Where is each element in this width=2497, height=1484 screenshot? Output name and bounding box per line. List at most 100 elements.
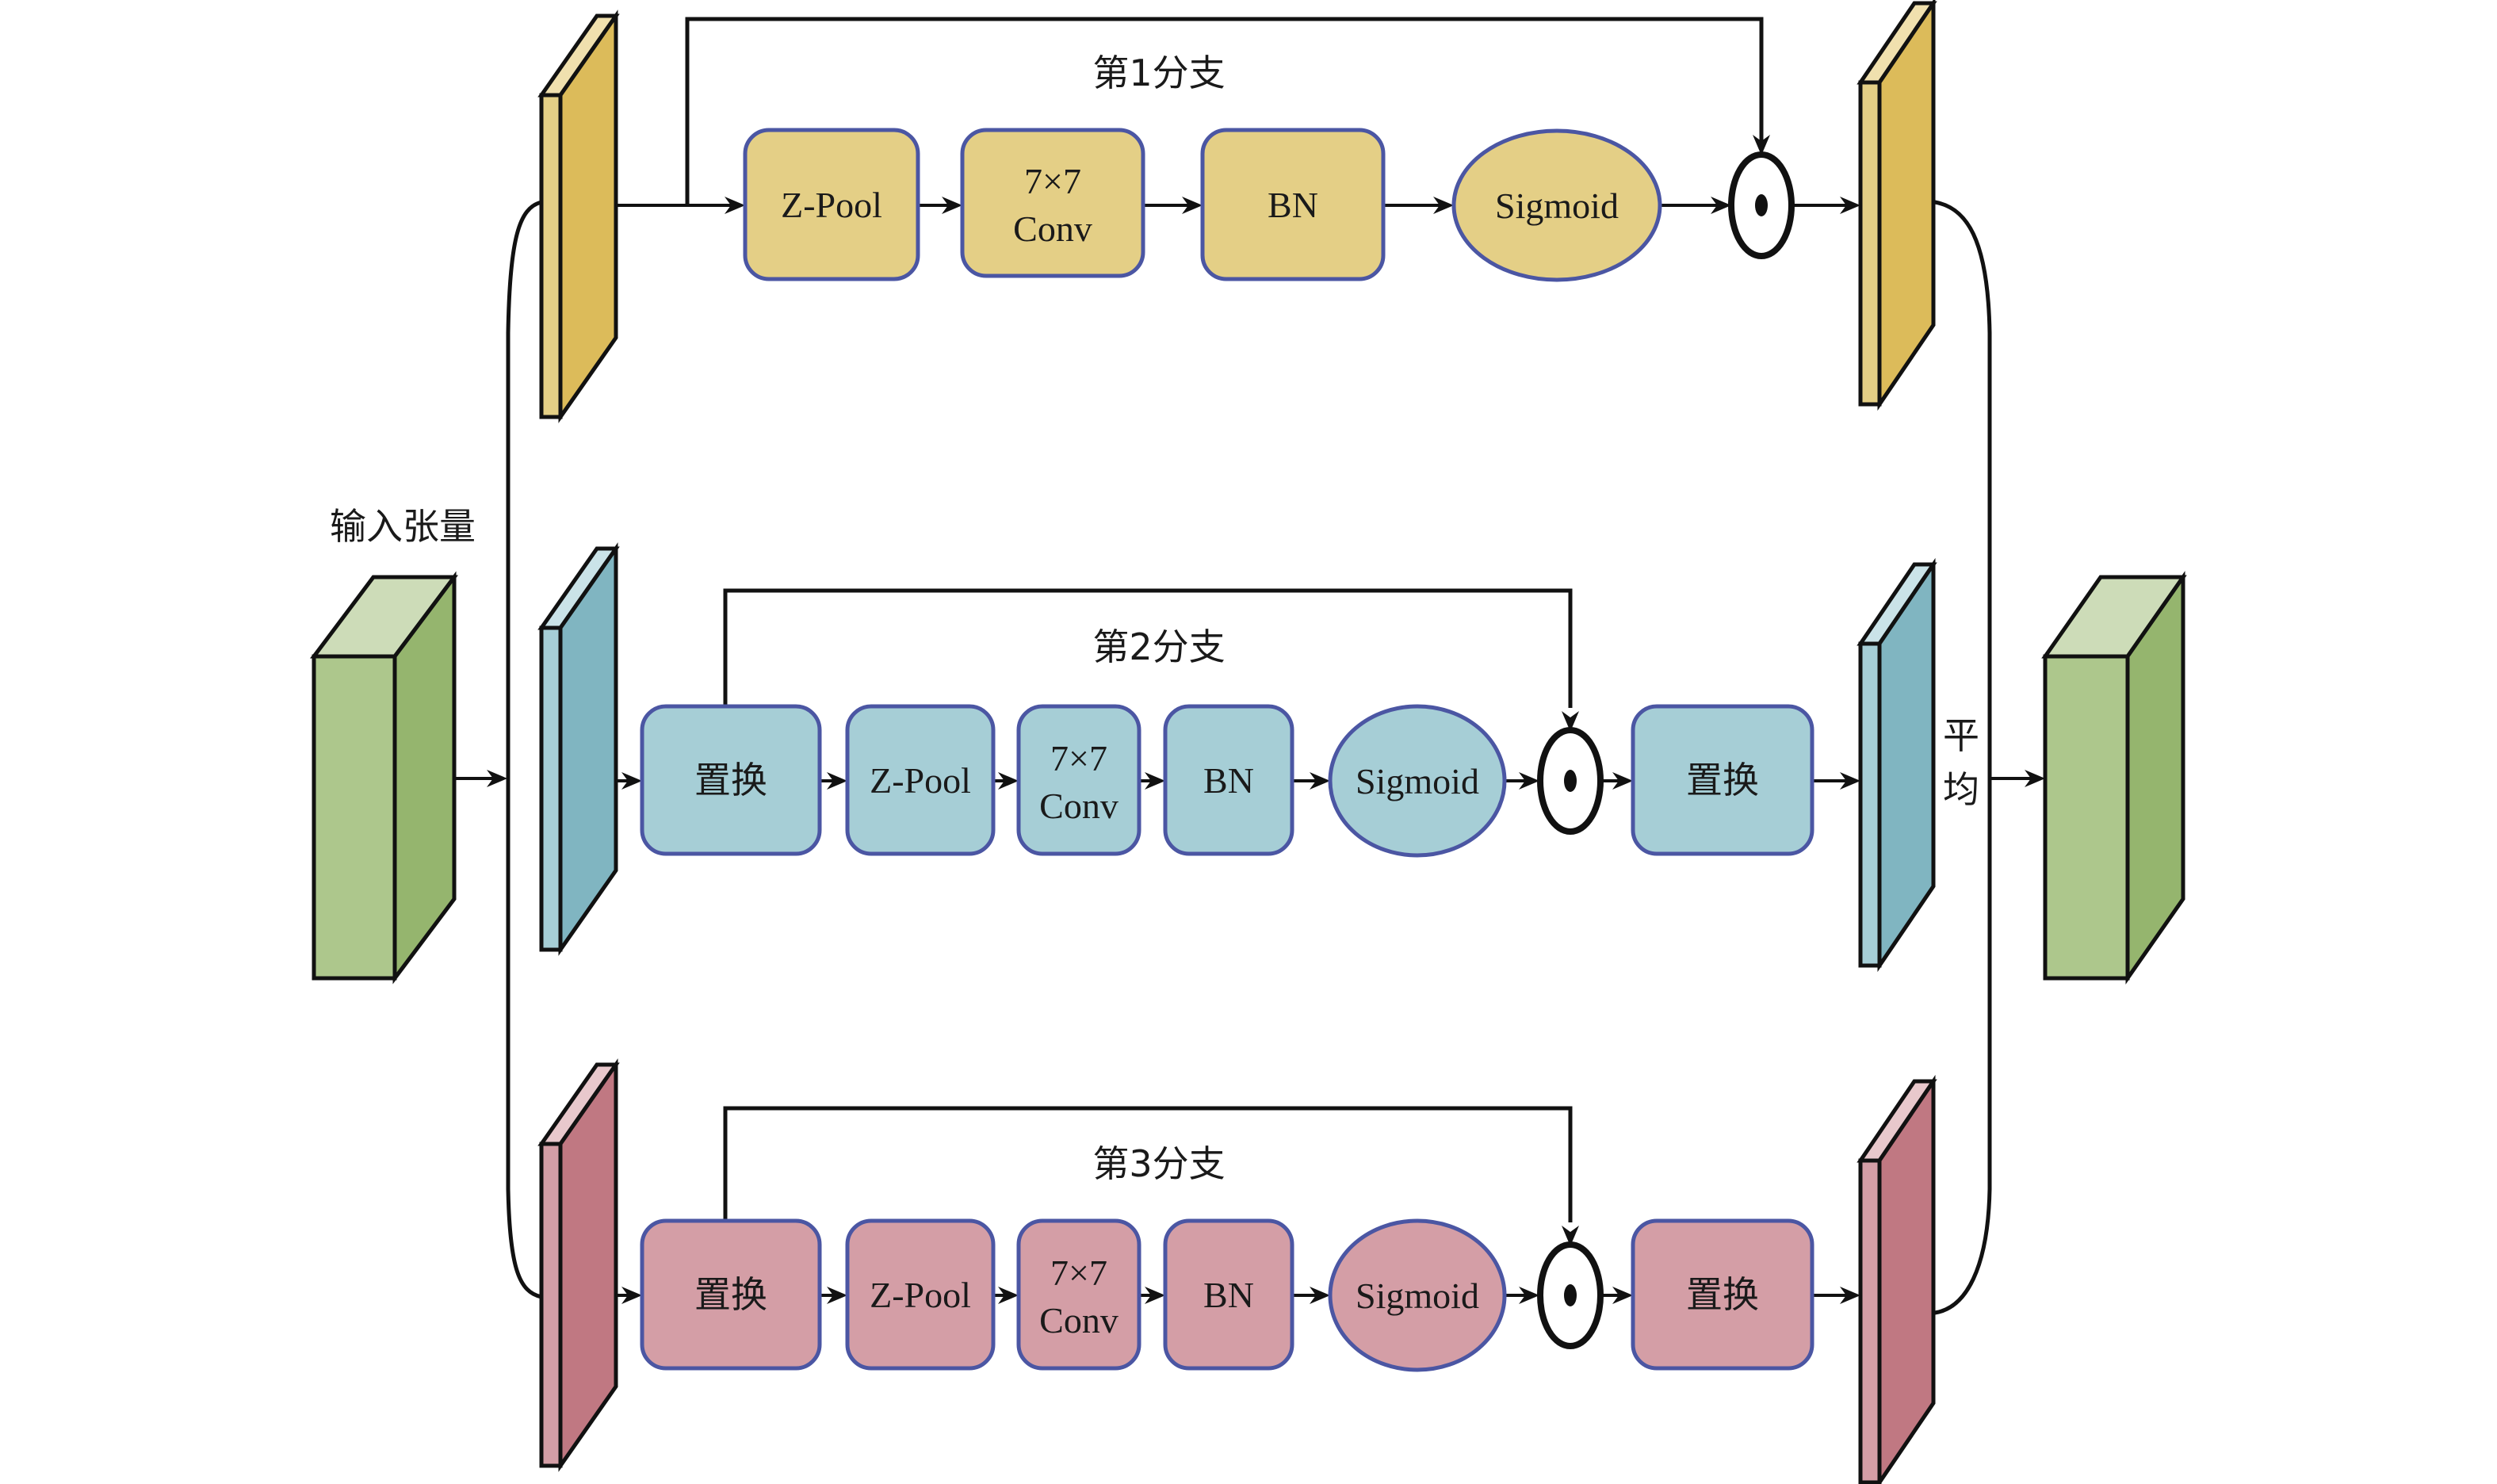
block-box: [743, 128, 920, 281]
average-label-1: 平: [1943, 714, 1979, 757]
branch-3-sigmoid-block: Sigmoid: [1328, 1218, 1507, 1372]
arrow-head-icon: [1753, 135, 1770, 155]
branch-1-skip-connection: [685, 17, 1764, 205]
arrow-head-icon: [1145, 772, 1165, 790]
branch-3-bn-block: BN: [1163, 1218, 1294, 1371]
block-label-line-1: 7×7: [1050, 738, 1107, 778]
cube-front-face: [539, 1142, 563, 1468]
block-label: Z-Pool: [870, 1275, 971, 1315]
multiply-operator-dot-icon: [1564, 770, 1577, 792]
arrow-head-icon: [1519, 772, 1539, 790]
connector-lines: [395, 17, 2045, 1315]
block-box: [845, 704, 996, 856]
block-box: [1163, 1218, 1294, 1371]
block-label: BN: [1203, 1275, 1254, 1315]
block-label: Z-Pool: [870, 760, 971, 801]
branch-3-permute-block: 置换: [640, 1218, 822, 1371]
cube-front-face: [1858, 641, 1882, 968]
arrow-head-icon: [1612, 1287, 1633, 1304]
arrow-head-icon: [942, 197, 962, 214]
block-label: 置换: [1686, 1273, 1759, 1316]
branch-3-multiply-operator: [1537, 1241, 1604, 1349]
block-box: [1200, 128, 1386, 281]
block-label-line-1: 7×7: [1050, 1253, 1107, 1293]
input-tensor-label: 输入张量: [330, 505, 476, 548]
branch-2-sigmoid-block: Sigmoid: [1328, 704, 1507, 858]
arrow-head-icon: [725, 197, 745, 214]
block-box: [1631, 1218, 1814, 1371]
merge-trunk-line: [1934, 200, 1992, 1315]
branch-3-permute-back-block: 置换: [1631, 1218, 1814, 1371]
block-label-line-1: 7×7: [1024, 161, 1081, 201]
multiply-operator-dot-icon: [1564, 1284, 1577, 1306]
sigmoid-ellipse: [1328, 704, 1507, 858]
block-label-line-2: Conv: [1013, 208, 1092, 249]
arrow-head-icon: [1840, 1287, 1860, 1304]
arrow-head-icon: [1519, 1287, 1539, 1304]
cube-front-face: [1858, 80, 1882, 407]
arrow-head-icon: [487, 770, 507, 787]
block-box: [1163, 704, 1294, 856]
branch-3-input-slab: [537, 1058, 620, 1472]
branch-1-multiply-operator: [1728, 151, 1795, 259]
sigmoid-ellipse: [1328, 1218, 1507, 1372]
arrow-head-icon: [2025, 770, 2045, 787]
output-tensor-cube: [2041, 571, 2187, 985]
arrow-head-icon: [1840, 197, 1860, 214]
block-label: Sigmoid: [1356, 1276, 1479, 1316]
arrow-head-icon: [1562, 1226, 1579, 1246]
branch-2-skip-connection: [723, 588, 1573, 708]
block-label: Z-Pool: [781, 185, 882, 225]
arrow-head-icon: [827, 772, 847, 790]
block-label-line-2: Conv: [1039, 1300, 1118, 1341]
branch-2-bn-block: BN: [1163, 704, 1294, 856]
sigmoid-ellipse: [1451, 128, 1662, 282]
branch-1-bn-block: BN: [1200, 128, 1386, 281]
arrow-head-icon: [1612, 772, 1633, 790]
block-box: [845, 1218, 996, 1371]
input-tensor-cube: [310, 571, 458, 985]
branch-2-output-slab: [1856, 557, 1937, 973]
block-box: [640, 1218, 822, 1371]
branch-1-output-slab: [1856, 0, 1937, 411]
branch-3-output-slab: [1856, 1074, 1937, 1484]
branch-1-zpool-block: Z-Pool: [743, 128, 920, 281]
cube-front-face: [312, 654, 397, 981]
branch-3-skip-connection: [723, 1106, 1573, 1222]
block-box: [1631, 704, 1814, 856]
split-trunk-line: [506, 200, 542, 1299]
arrow-head-icon: [1310, 772, 1330, 790]
block-box: [640, 704, 822, 856]
arrow-head-icon: [1711, 197, 1731, 214]
branch-2-permute-back-block: 置换: [1631, 704, 1814, 856]
branch-2-zpool-block: Z-Pool: [845, 704, 996, 856]
cube-front-face: [539, 625, 563, 952]
branch-1-input-slab: [537, 10, 620, 423]
diagram-labels: 输入张量 平 均 第1分支 第2分支 第3分支: [330, 52, 1979, 1185]
arrow-head-icon: [998, 772, 1019, 790]
branch-1-sigmoid-block: Sigmoid: [1451, 128, 1662, 282]
arrow-head-icon: [1182, 197, 1203, 214]
block-box: [1016, 1218, 1141, 1371]
block-box: [960, 128, 1145, 278]
block-label: 置换: [1686, 759, 1759, 801]
block-label: BN: [1268, 185, 1318, 225]
branch-1-title: 第1分支: [1092, 52, 1225, 94]
arrow-head-icon: [998, 1287, 1019, 1304]
block-label: BN: [1203, 760, 1254, 801]
branch-2-permute-block: 置换: [640, 704, 822, 856]
branch-3-title: 第3分支: [1092, 1142, 1225, 1185]
multiply-operator-dot-icon: [1755, 194, 1768, 216]
block-label: 置换: [694, 759, 767, 801]
cube-front-face: [1858, 1158, 1882, 1484]
branch-2-multiply-operator: [1537, 727, 1604, 835]
block-box: [1016, 704, 1141, 856]
arrow-head-icon: [1840, 772, 1860, 790]
cube-front-face: [2043, 654, 2130, 981]
branch-3-zpool-block: Z-Pool: [845, 1218, 996, 1371]
